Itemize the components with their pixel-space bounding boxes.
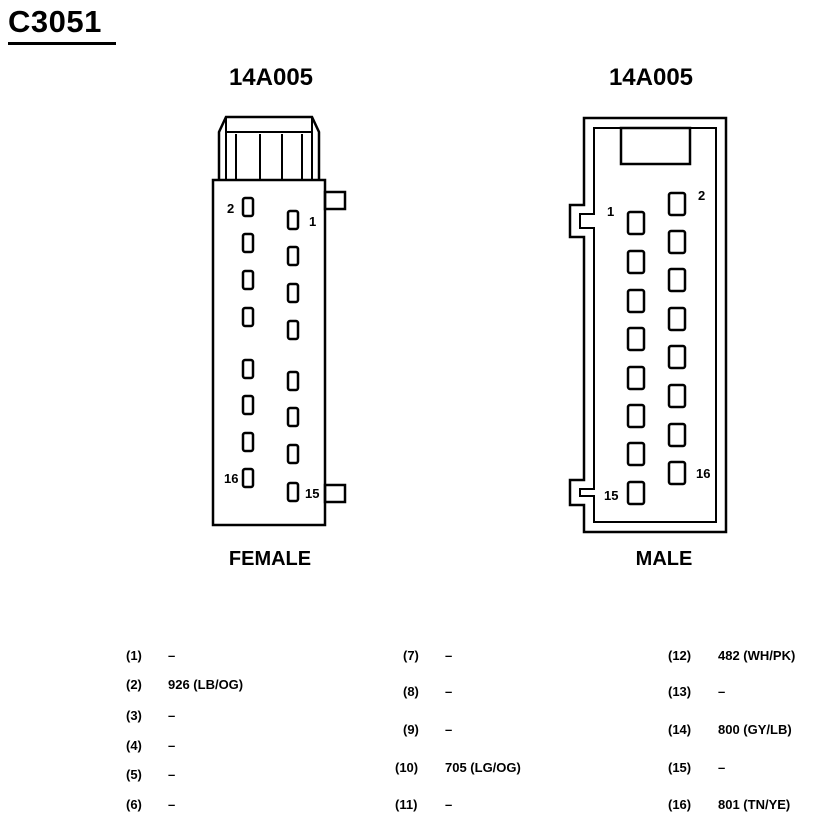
- male-housing-outer: [568, 116, 728, 534]
- pinout-row: (2)926 (LB/OG): [126, 677, 244, 692]
- male-housing-inner: [579, 127, 717, 523]
- female-side-tab-bottom: [323, 483, 347, 504]
- pinout-row: (3)–: [126, 708, 176, 723]
- pinout-row: (1)–: [126, 648, 176, 663]
- pinout-row: (11)–: [395, 797, 453, 812]
- pinout-row: (14)800 (GY/LB): [668, 722, 792, 737]
- male-key: [619, 126, 692, 166]
- female-housing: [211, 178, 327, 527]
- female-callout-pin16: 16: [224, 471, 238, 486]
- pinout-row: (5)–: [126, 767, 176, 782]
- female-callout-pin1: 1: [309, 214, 316, 229]
- male-connector-face: [568, 116, 728, 534]
- female-callout-pin2: 2: [227, 201, 234, 216]
- pinout-row: (13)–: [668, 684, 726, 699]
- female-part-number: 14A005: [228, 64, 314, 91]
- male-callout-pin2: 2: [698, 188, 705, 203]
- title-underline: [8, 42, 116, 45]
- male-label: MALE: [635, 548, 693, 570]
- pinout-row: (8)–: [403, 684, 453, 699]
- male-pin-cavities: [626, 191, 687, 506]
- pinout-row: (16)801 (TN/YE): [668, 797, 791, 812]
- pinout-row: (15)–: [668, 760, 726, 775]
- female-latch: [217, 115, 321, 180]
- female-pin-cavities: [241, 196, 300, 503]
- pinout-row: (12)482 (WH/PK): [668, 648, 796, 663]
- female-pin-callouts: 2 1 16 15: [224, 201, 319, 501]
- pinout-row: (9)–: [403, 722, 453, 737]
- female-side-tab-top: [323, 190, 347, 211]
- male-pin-callouts: 1 2 15 16: [604, 188, 710, 503]
- male-callout-pin1: 1: [607, 204, 614, 219]
- female-label: FEMALE: [228, 548, 312, 570]
- pinout-row: (7)–: [403, 648, 453, 663]
- connector-title: C3051: [8, 4, 102, 39]
- pinout-row: (6)–: [126, 797, 176, 812]
- female-callout-pin15: 15: [305, 486, 319, 501]
- male-part-number: 14A005: [608, 64, 694, 91]
- connector-diagram: 2 1 16 15 1 2 15 16: [211, 115, 728, 534]
- male-callout-pin15: 15: [604, 488, 618, 503]
- pinout-row: (10)705 (LG/OG): [395, 760, 521, 775]
- male-callout-pin16: 16: [696, 466, 710, 481]
- female-connector-face: [211, 115, 347, 527]
- pinout-row: (4)–: [126, 738, 176, 753]
